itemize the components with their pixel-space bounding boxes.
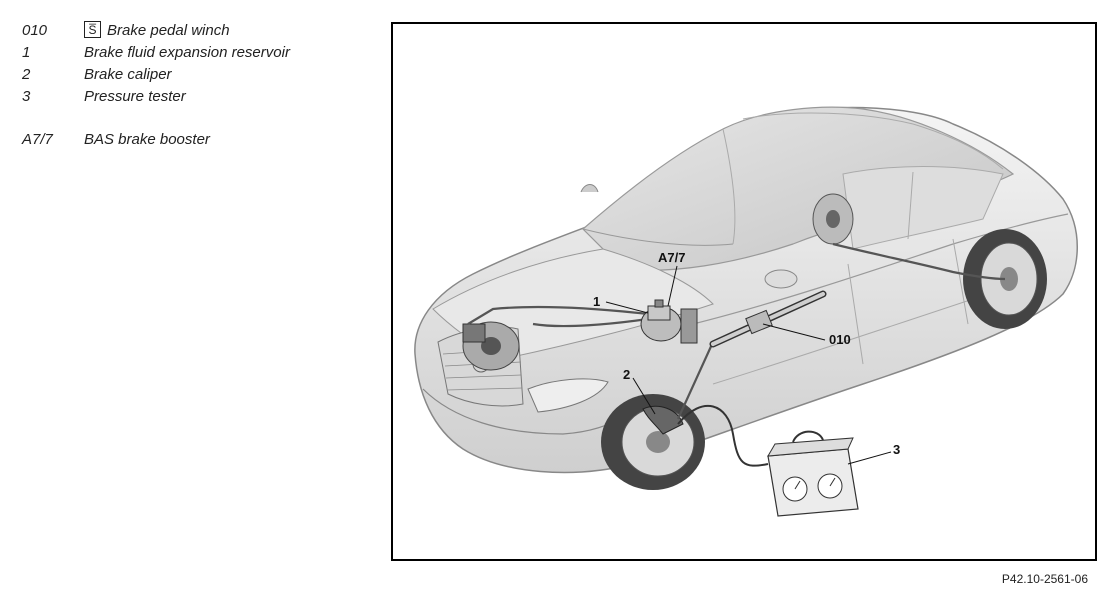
legend-label: Brake fluid expansion reservoir [84,44,290,61]
rear-left-brake-disc [812,193,854,245]
legend-code: 1 [22,44,31,61]
callout-2: 2 [623,367,630,382]
car-body [414,106,1078,474]
legend-label: Brake pedal winch [107,22,230,39]
legend-code: 3 [22,88,31,105]
brake-pedal-winch [709,290,827,348]
brake-caliper [642,405,684,435]
legend-code: 010 [22,22,48,39]
tester-hose [677,404,769,467]
legend-code: A7/7 [22,131,53,148]
callout-010: 010 [829,332,851,347]
legend-label: Brake caliper [84,66,172,83]
pressure-tester [767,430,859,517]
car-brake-illustration: A7/7 1 2 3 010 [414,106,1078,517]
legend-label: BAS brake booster [84,131,210,148]
special-tool-icon: S̅ [84,21,101,38]
figure-reference: P42.10-2561-06 [1001,572,1088,586]
figure-frame: A7/7 1 2 3 010 [391,22,1097,561]
callout-a7-7: A7/7 [658,250,685,265]
callout-3: 3 [893,442,900,457]
callout-1: 1 [593,294,600,309]
legend-code: 2 [22,66,31,83]
legend-label: Pressure tester [84,88,186,105]
leader-lines [605,265,892,465]
front-left-brake-disc [462,321,520,371]
